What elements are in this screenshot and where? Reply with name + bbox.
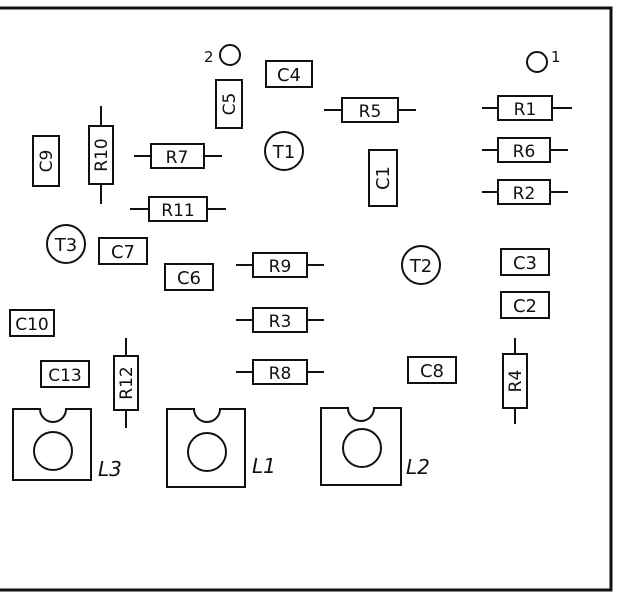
transistor-t1: T1	[264, 131, 304, 171]
resistor-r12	[113, 338, 139, 428]
capacitor-c4: C4	[265, 60, 313, 88]
pad-1-label: 1	[551, 48, 561, 66]
inductor-l1-label: L1	[252, 454, 276, 478]
resistor-r8	[236, 359, 324, 385]
inductor-l2	[320, 407, 402, 486]
resistor-r8-label: R8	[269, 364, 292, 384]
capacitor-c3: C3	[500, 248, 550, 276]
capacitor-c13-label: C13	[48, 366, 82, 386]
resistor-r1-label: R1	[514, 100, 537, 120]
capacitor-c7: C7	[98, 237, 148, 265]
transistor-t3-label: T3	[54, 235, 77, 256]
inductor-l1	[166, 408, 246, 488]
capacitor-c1: C1	[368, 149, 398, 207]
capacitor-c3-label: C3	[513, 253, 537, 274]
resistor-r2-label: R2	[513, 184, 536, 204]
resistor-r6	[482, 137, 568, 163]
inductor-l3	[12, 408, 92, 481]
resistor-r2	[482, 179, 568, 205]
capacitor-c6: C6	[164, 263, 214, 291]
capacitor-c13: C13	[40, 360, 90, 388]
transistor-t3: T3	[46, 224, 86, 264]
capacitor-c6-label: C6	[177, 268, 201, 289]
capacitor-c2: C2	[500, 291, 550, 319]
resistor-r11	[130, 196, 226, 222]
resistor-r10	[88, 106, 114, 204]
resistor-r9	[236, 252, 324, 278]
resistor-r3-label: R3	[269, 312, 292, 332]
resistor-r4-label: R4	[506, 370, 526, 393]
resistor-r3	[236, 307, 324, 333]
transistor-t2-label: T2	[409, 256, 432, 277]
capacitor-c10-label: C10	[15, 315, 49, 335]
resistor-r11-label: R11	[161, 201, 194, 221]
capacitor-c7-label: C7	[111, 242, 135, 263]
pad-2-label: 2	[204, 48, 214, 66]
transistor-t1-label: T1	[272, 142, 295, 163]
resistor-r12-label: R12	[117, 366, 137, 399]
capacitor-c5: C5	[215, 79, 243, 129]
resistor-r7-label: R7	[166, 148, 189, 168]
inductor-l2-label: L2	[406, 455, 430, 479]
capacitor-c4-label: C4	[277, 65, 301, 86]
resistor-r4	[502, 338, 528, 424]
resistor-r5-label: R5	[359, 102, 382, 122]
resistor-r1	[482, 95, 572, 121]
inductor-l3-label: L3	[98, 457, 122, 481]
board-outline	[0, 6, 613, 592]
capacitor-c1-label: C1	[373, 166, 394, 190]
capacitor-c8-label: C8	[420, 361, 444, 382]
capacitor-c9-label: C9	[37, 150, 57, 173]
transistor-t2: T2	[401, 245, 441, 285]
resistor-r7	[134, 143, 222, 169]
resistor-r6-label: R6	[513, 142, 536, 162]
resistor-r10-label: R10	[92, 138, 112, 171]
resistor-r5	[324, 97, 416, 123]
pad-1: 1	[526, 48, 561, 73]
capacitor-c10: C10	[9, 309, 55, 337]
pad-2: 2	[204, 44, 241, 66]
capacitor-c9: C9	[32, 135, 60, 187]
resistor-r9-label: R9	[269, 257, 292, 277]
capacitor-c5-label: C5	[220, 93, 240, 116]
capacitor-c8: C8	[407, 356, 457, 384]
capacitor-c2-label: C2	[513, 296, 537, 317]
